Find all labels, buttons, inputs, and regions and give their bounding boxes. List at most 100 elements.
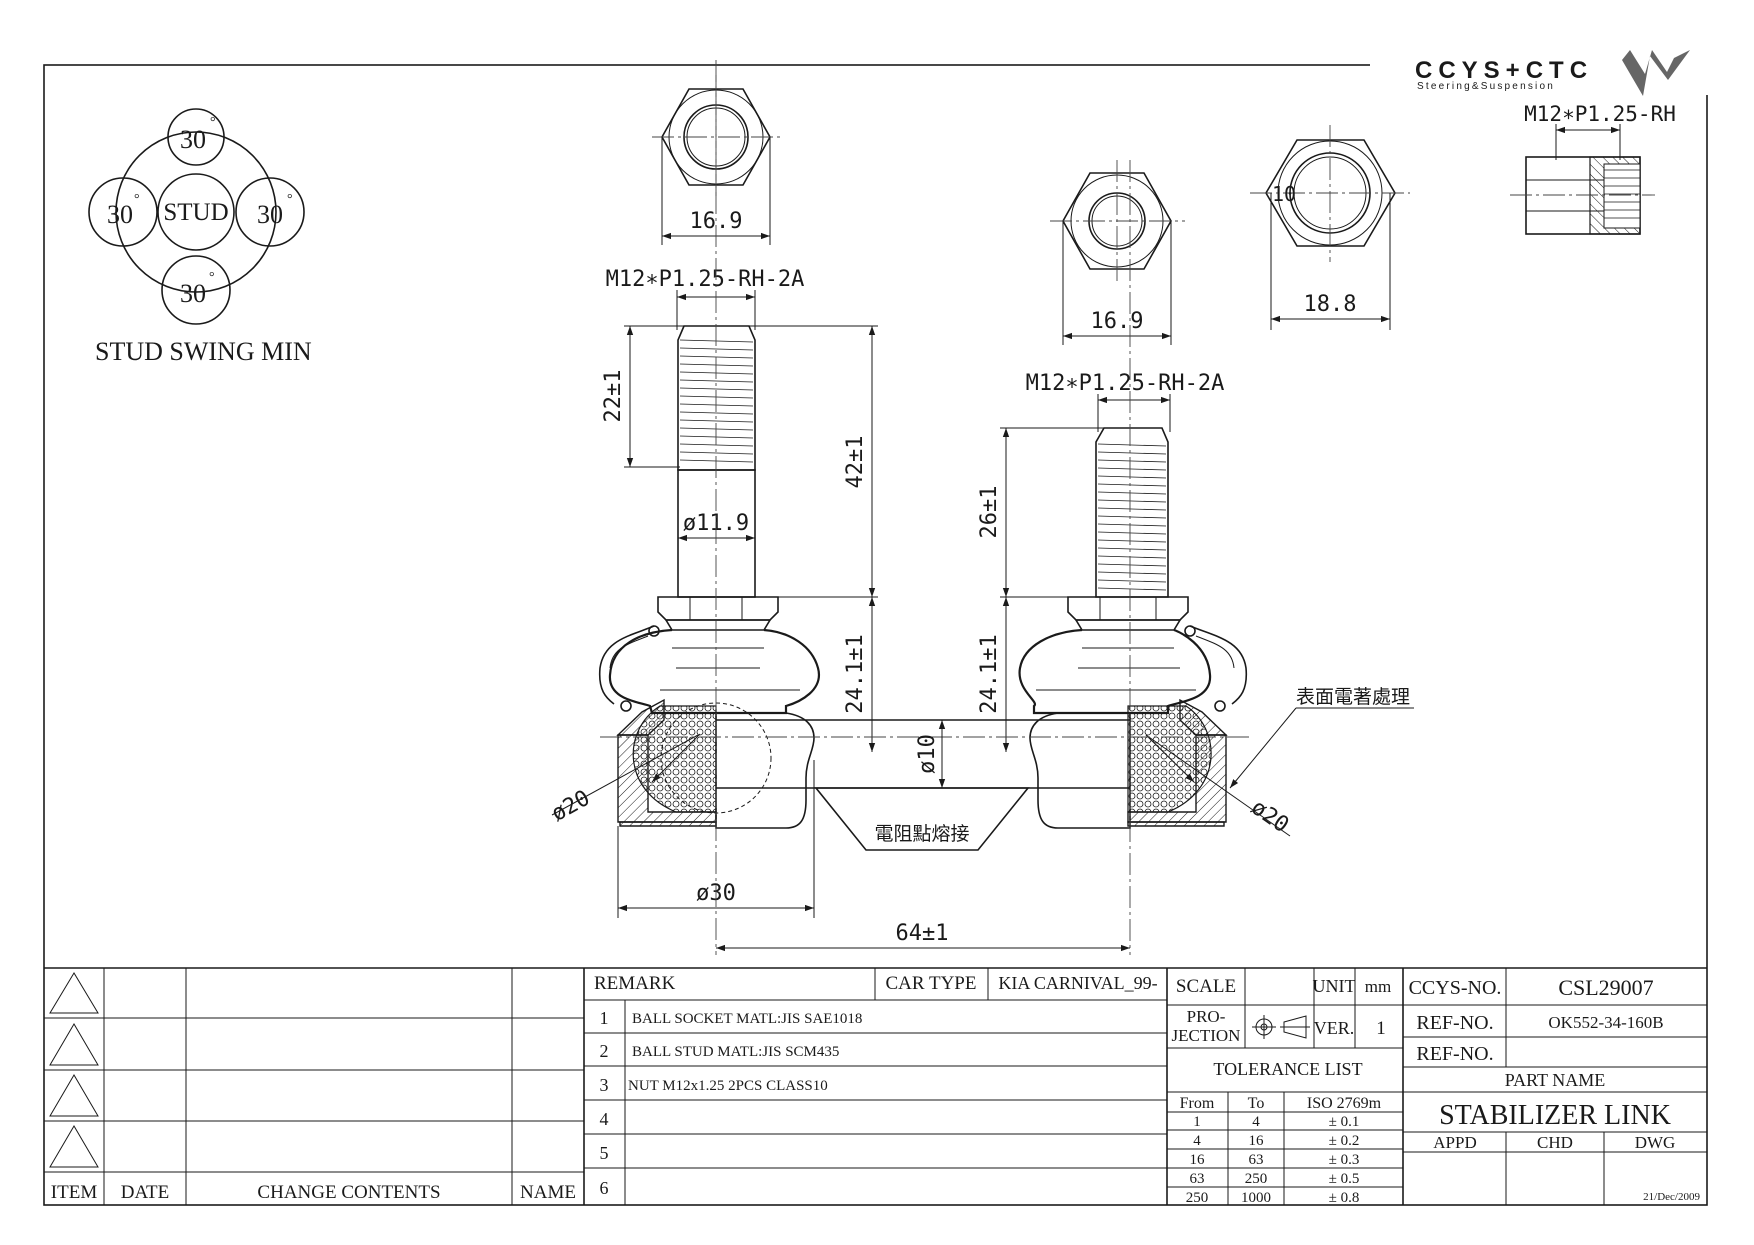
dim-ball-height-left: 24.1±1 xyxy=(843,634,868,713)
stud-swing-diagram: 30 ° 30 ° 30 ° 30 ° STUD STUD SWING MIN xyxy=(88,108,312,366)
rev-header-change: CHANGE CONTENTS xyxy=(257,1182,440,1203)
tolerance-title: TOLERANCE LIST xyxy=(1213,1059,1362,1079)
svg-text:4: 4 xyxy=(600,1109,609,1129)
revision-triangle-icon xyxy=(49,1074,99,1117)
dim-thread-length-left: 22±1 xyxy=(601,370,626,423)
surface-note: 表面電著處理 xyxy=(1296,686,1410,708)
lock-nut-front-view: 10 18.8 xyxy=(1250,125,1410,330)
logo-mark-icon xyxy=(1622,50,1690,96)
remark-item-2: BALL STUD MATL:JIS SCM435 xyxy=(632,1044,839,1060)
rev-header-name: NAME xyxy=(520,1182,576,1203)
dim-thread-left: M12∗P1.25-RH-2A xyxy=(606,267,805,292)
dim-nut-thread: M12∗P1.25-RH xyxy=(1524,102,1676,126)
svg-text:2: 2 xyxy=(600,1041,609,1061)
svg-text:63: 63 xyxy=(1190,1171,1205,1187)
dwg-label: DWG xyxy=(1635,1133,1676,1152)
logo-tagline: Steering&Suspension xyxy=(1417,81,1555,92)
scale-label: SCALE xyxy=(1176,976,1236,997)
swing-angle-bottom: 30 xyxy=(180,279,206,308)
tol-header-from: From xyxy=(1180,1095,1215,1112)
dim-nut-width: 18.8 xyxy=(1304,292,1357,317)
swing-angle-left: 30 xyxy=(107,200,133,229)
car-type-label: CAR TYPE xyxy=(886,973,977,994)
dim-ball-dia-left: ø20 xyxy=(547,786,594,827)
ref-no2-label: REF-NO. xyxy=(1416,1043,1493,1065)
car-type-value: KIA CARNIVAL_99- xyxy=(998,973,1157,993)
svg-text:°: ° xyxy=(210,115,216,130)
tol-header-std: ISO 2769m xyxy=(1307,1095,1382,1112)
revision-triangle-icon xyxy=(49,972,99,1014)
unit-label: UNIT xyxy=(1313,976,1356,996)
rev-header-item: ITEM xyxy=(51,1182,98,1203)
ver-value: 1 xyxy=(1376,1018,1386,1039)
svg-text:3: 3 xyxy=(600,1075,609,1095)
svg-text:± 0.5: ± 0.5 xyxy=(1329,1171,1360,1187)
svg-text:16: 16 xyxy=(1249,1133,1265,1149)
hex-nut-top-view-right: 16.9 xyxy=(1050,160,1185,345)
ball-stud-right: M12∗P1.25-RH-2A 26±1 ø20 xyxy=(977,160,1293,955)
swing-center-label: STUD xyxy=(163,199,228,226)
chd-label: CHD xyxy=(1537,1133,1573,1152)
remark-label: REMARK xyxy=(594,973,676,994)
svg-text:5: 5 xyxy=(600,1143,609,1163)
svg-text:± 0.1: ± 0.1 xyxy=(1329,1114,1360,1130)
drawing-border xyxy=(43,64,1708,1206)
svg-text:± 0.3: ± 0.3 xyxy=(1329,1152,1360,1168)
svg-text:63: 63 xyxy=(1249,1152,1264,1168)
svg-text:250: 250 xyxy=(1245,1171,1268,1187)
svg-text:± 0.8: ± 0.8 xyxy=(1329,1190,1360,1206)
unit-value: mm xyxy=(1365,977,1391,996)
projection-label-1: PRO- xyxy=(1187,1007,1226,1026)
svg-text:°: ° xyxy=(209,270,215,285)
ref-no-label: REF-NO. xyxy=(1416,1012,1493,1034)
dim-ball-height-right: 24.1±1 xyxy=(977,634,1002,713)
dim-bar-dia: ø10 xyxy=(915,734,940,774)
revision-triangle-icon xyxy=(49,1023,99,1066)
tol-header-to: To xyxy=(1248,1095,1265,1112)
part-name-label: PART NAME xyxy=(1505,1070,1605,1090)
svg-text:1: 1 xyxy=(1193,1114,1201,1130)
stud-swing-title: STUD SWING MIN xyxy=(95,337,312,366)
dim-thread-right: M12∗P1.25-RH-2A xyxy=(1026,371,1225,396)
svg-text:1: 1 xyxy=(600,1008,609,1028)
ref-no-value: OK552-34-160B xyxy=(1548,1013,1663,1032)
link-bar: ø10 電阻點熔接 64±1 xyxy=(600,719,1250,952)
svg-text:250: 250 xyxy=(1186,1190,1209,1206)
swing-angle-top: 30 xyxy=(180,125,206,154)
remark-item-1: BALL SOCKET MATL:JIS SAE1018 xyxy=(632,1011,862,1027)
svg-text:4: 4 xyxy=(1193,1133,1201,1149)
lock-nut-side-view: M12∗P1.25-RH xyxy=(1510,102,1676,235)
remark-item-3: NUT M12x1.25 2PCS CLASS10 xyxy=(628,1078,828,1094)
projection-label-2: JECTION xyxy=(1172,1026,1241,1045)
svg-text:°: ° xyxy=(134,192,140,207)
company-logo: CCYS+CTC Steering&Suspension xyxy=(1415,50,1690,96)
ccys-no-label: CCYS-NO. xyxy=(1409,977,1502,999)
svg-text:± 0.2: ± 0.2 xyxy=(1329,1133,1360,1149)
svg-text:°: ° xyxy=(287,192,293,207)
weld-note: 電阻點熔接 xyxy=(874,823,969,845)
svg-text:16: 16 xyxy=(1190,1152,1206,1168)
part-name-value: STABILIZER LINK xyxy=(1439,1100,1671,1131)
dim-ball-dia-right: ø20 xyxy=(1246,795,1293,838)
dim-stud-length-left: 42±1 xyxy=(843,436,868,489)
svg-text:6: 6 xyxy=(600,1178,609,1198)
appd-label: APPD xyxy=(1433,1133,1476,1152)
rev-header-date: DATE xyxy=(121,1182,170,1203)
first-angle-projection-icon xyxy=(1252,1015,1310,1039)
surface-treatment-note: 表面電著處理 xyxy=(1229,686,1414,789)
revision-triangle-icon xyxy=(49,1125,99,1168)
svg-text:1000: 1000 xyxy=(1241,1190,1271,1206)
ccys-no-value: CSL29007 xyxy=(1558,975,1653,1000)
dim-hex-right: 16.9 xyxy=(1091,309,1144,334)
ver-label: VER. xyxy=(1314,1018,1355,1038)
dim-thread-length-right: 26±1 xyxy=(977,486,1002,539)
svg-text:4: 4 xyxy=(1252,1114,1260,1130)
drawing-date: 21/Dec/2009 xyxy=(1643,1191,1700,1203)
ball-stud-left: M12∗P1.25-RH-2A 22±1 42±1 ø11.9 xyxy=(547,60,878,955)
swing-angle-right: 30 xyxy=(257,200,283,229)
title-block: ITEM DATE CHANGE CONTENTS NAME REMARK CA… xyxy=(44,967,1707,1206)
nut-class-mark: 10 xyxy=(1272,182,1296,206)
logo-brand: CCYS+CTC xyxy=(1415,57,1593,84)
